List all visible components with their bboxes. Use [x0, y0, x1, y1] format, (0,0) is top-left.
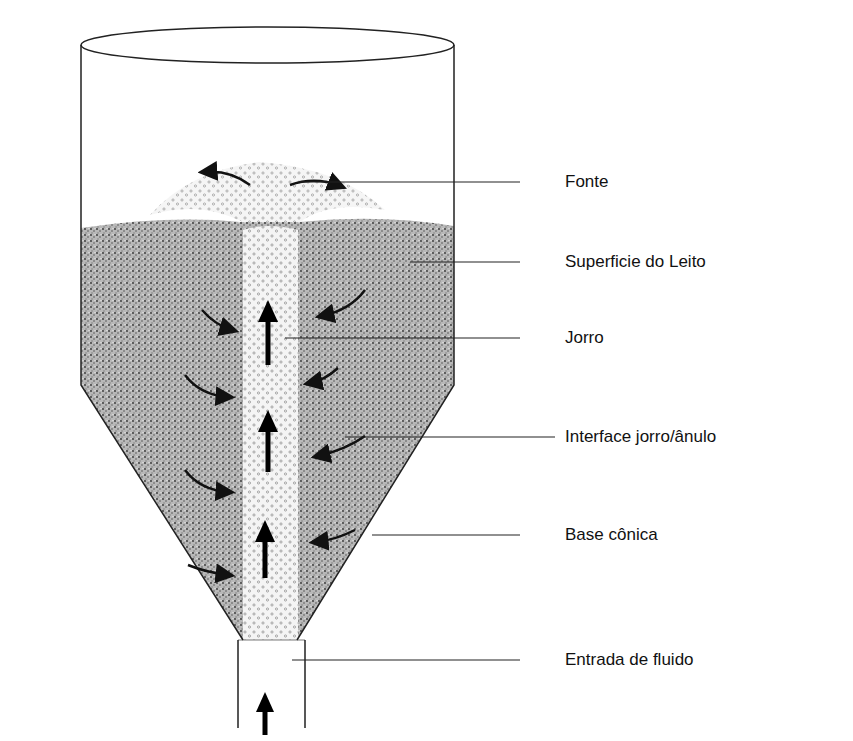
part-label: Base cônica [565, 525, 658, 545]
part-label: Entrada de fluido [565, 650, 694, 670]
part-label: Jorro [565, 328, 604, 348]
part-label: Interface jorro/ânulo [565, 427, 716, 447]
part-label: Superficie do Leito [565, 252, 706, 272]
part-label: Fonte [565, 172, 608, 192]
